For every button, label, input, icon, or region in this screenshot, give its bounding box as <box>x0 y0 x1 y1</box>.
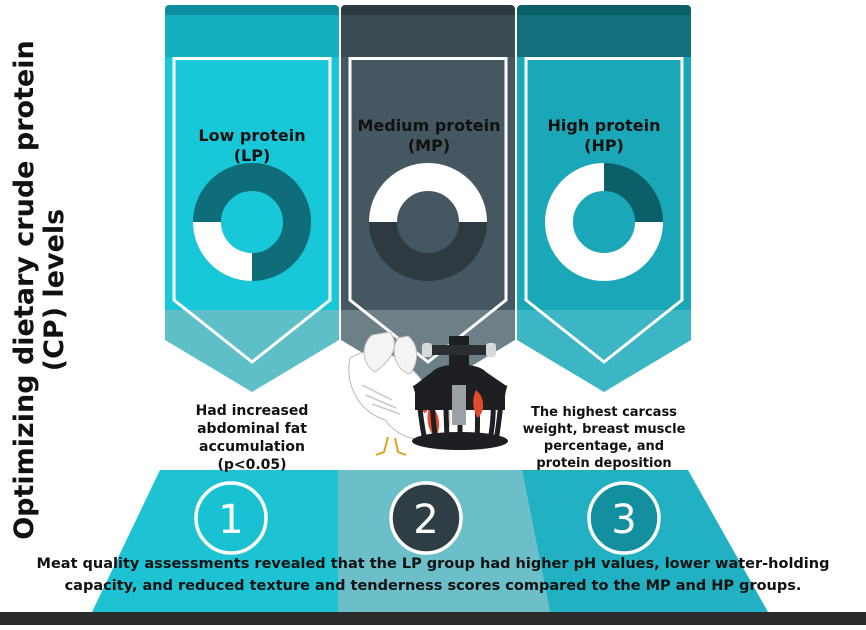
column-mp-header <box>341 15 515 57</box>
number-2: 2 <box>413 497 438 543</box>
column-hp-arrow <box>517 310 691 392</box>
column-hp-title-line-2: (HP) <box>584 136 624 155</box>
footer-line-1: Meat quality assessments revealed that t… <box>36 556 830 572</box>
number-circle-1 <box>194 481 268 555</box>
column-lp-title-line-2: (LP) <box>233 146 271 165</box>
feeder-icon <box>412 336 508 450</box>
column-hp-title: High protein (HP) <box>519 116 689 156</box>
main-title-line-2: (CP) levels <box>39 208 70 372</box>
column-mp-title-line-2: (MP) <box>407 136 451 155</box>
column-lp-title-line-1: Low protein <box>198 126 306 145</box>
number-3: 3 <box>611 497 636 543</box>
bottom-bar <box>0 612 866 625</box>
finding-lp-line-1: Had increased <box>195 403 309 419</box>
column-lp-arrow <box>165 310 339 392</box>
footer-line-2: capacity, and reduced texture and tender… <box>64 578 802 594</box>
finding-hp-line-4: protein deposition <box>536 456 672 471</box>
number-1: 1 <box>218 497 243 543</box>
finding-hp-line-2: weight, breast muscle <box>522 422 686 437</box>
finding-hp-line-1: The highest carcass <box>531 405 677 420</box>
column-mp-title-line-1: Medium protein <box>357 116 501 135</box>
column-lp-outline-top <box>174 57 330 60</box>
column-mp-title: Medium protein (MP) <box>343 116 515 156</box>
column-mp-outline-top <box>350 57 506 60</box>
column-hp-outline-top <box>526 57 682 60</box>
finding-hp: The highest carcass weight, breast muscl… <box>517 404 691 472</box>
number-circle-3 <box>587 481 661 555</box>
finding-lp-line-2: abdominal fat <box>197 421 307 437</box>
donut-lp <box>193 163 311 281</box>
column-hp-header <box>517 15 691 57</box>
column-mp-outline <box>348 57 508 364</box>
donut-hp <box>545 163 663 281</box>
footer-summary: Meat quality assessments revealed that t… <box>0 553 866 597</box>
finding-hp-line-3: percentage, and <box>543 439 665 454</box>
column-hp-outline <box>524 57 684 364</box>
column-hp-title-line-1: High protein <box>547 116 661 135</box>
column-lp-title: Low protein (LP) <box>167 126 337 166</box>
finding-lp: Had increased abdominal fat accumulation… <box>165 402 339 474</box>
chicken-feeder-illustration <box>348 331 508 456</box>
column-lp-header <box>165 15 339 57</box>
main-title-line-1: Optimizing dietary crude protein <box>9 40 40 540</box>
number-circle-2 <box>389 481 463 555</box>
finding-lp-line-4: (p<0.05) <box>217 457 287 473</box>
column-lp-outline <box>172 57 332 364</box>
finding-lp-line-3: accumulation <box>199 439 305 455</box>
donut-mp <box>369 163 487 281</box>
